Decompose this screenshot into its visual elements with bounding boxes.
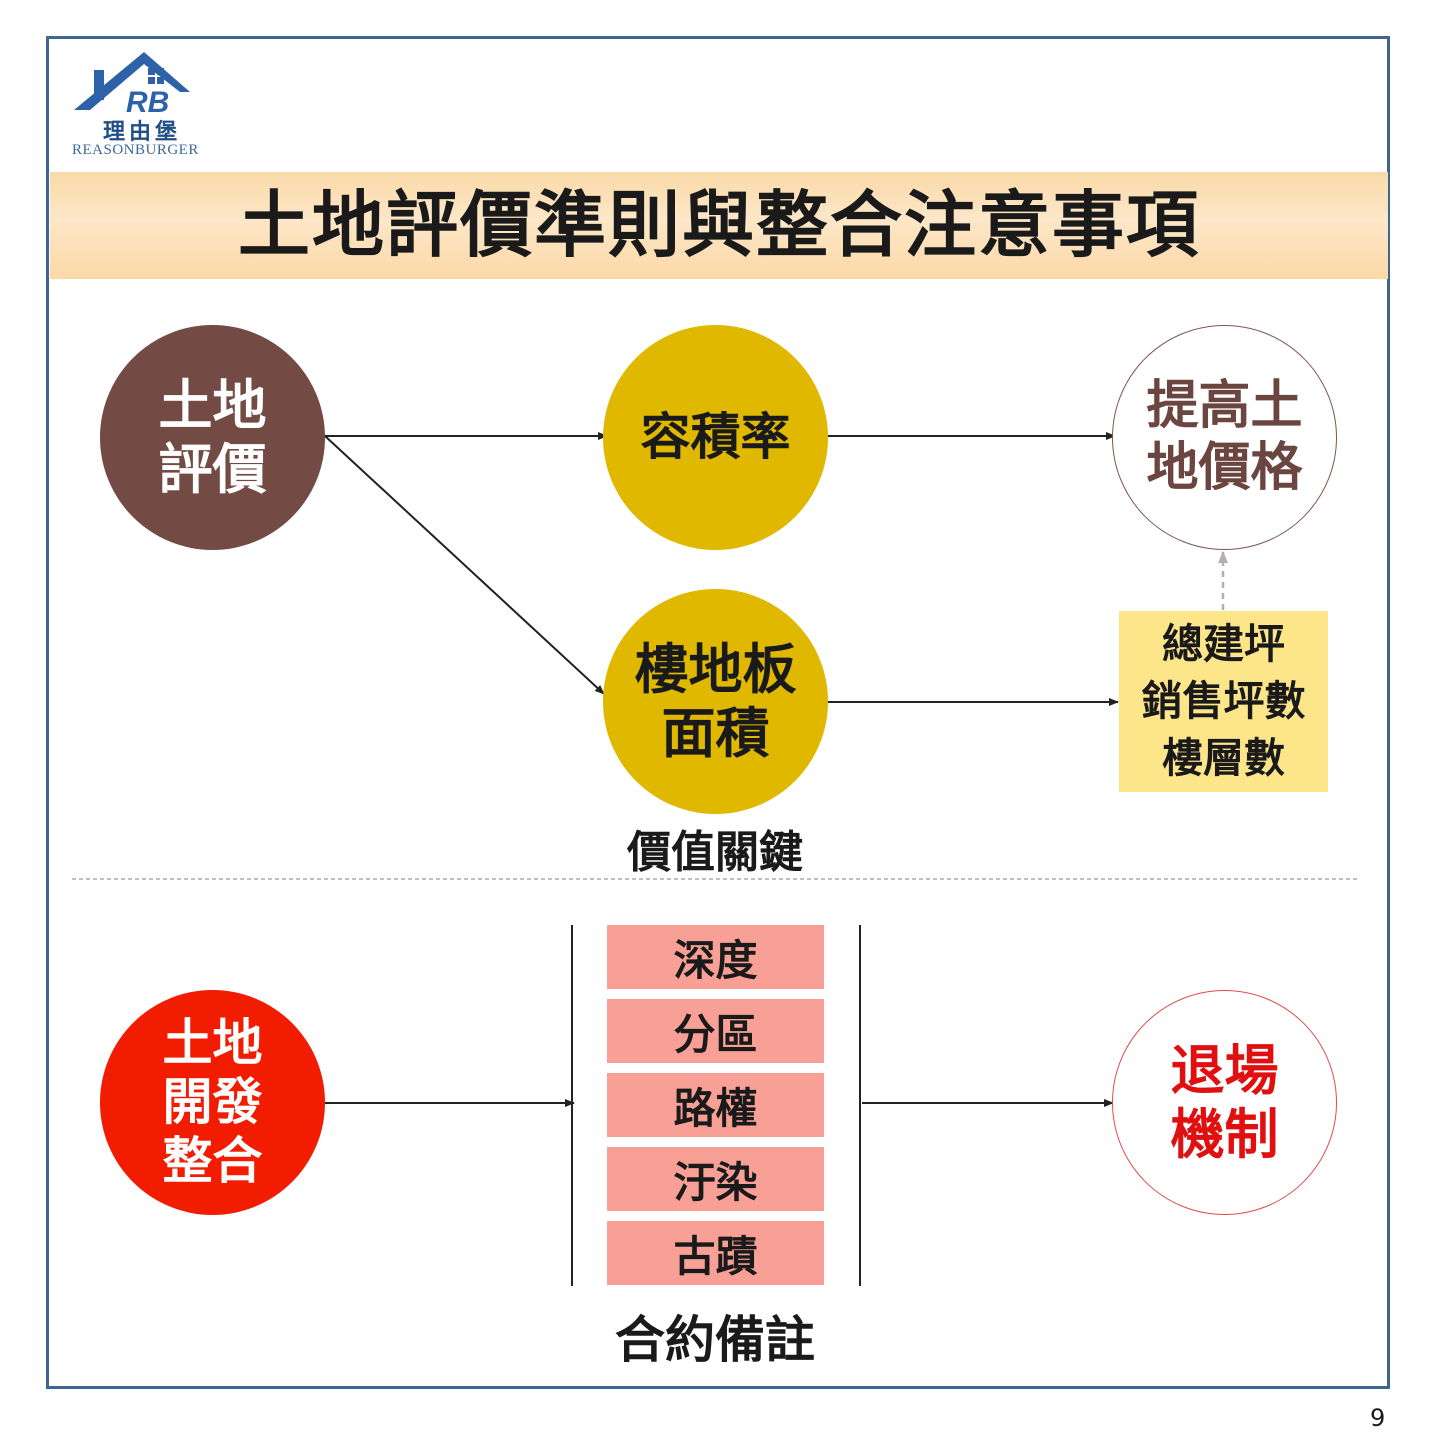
item-pollution: 汙染 [607,1147,824,1211]
title-band [50,172,1388,279]
item-depth: 深度 [607,925,824,989]
raise-land-price-label: 提高土 地價格 [1146,376,1303,498]
reasonburger-logo: RB [74,52,190,119]
page-title: 土地評價準則與整合注意事項 [237,183,1200,267]
logo-chinese-name: 理由堡 [103,119,182,145]
svg-text:RB: RB [126,86,169,119]
metric-floor-count: 樓層數 [1162,734,1285,782]
exit-mechanism-circle: 退場 機制 [1112,990,1337,1215]
raise-land-price-circle: 提高土 地價格 [1112,325,1337,550]
land-development-label: 土地 開發 整合 [162,1014,263,1190]
land-valuation-label: 土地 評價 [158,373,267,501]
slide-frame [46,36,1390,1389]
floor-area-ratio-circle: 容積率 [603,325,828,550]
floor-area-circle: 樓地板 面積 [603,589,828,814]
land-development-circle: 土地 開發 整合 [100,990,325,1215]
floor-area-label: 樓地板 面積 [634,637,797,765]
building-metrics-box: 總建坪 銷售坪數 樓層數 [1119,611,1328,792]
item-road-rights: 路權 [607,1073,824,1137]
metric-sales-area: 銷售坪數 [1141,677,1306,725]
metric-total-floor-area: 總建坪 [1162,620,1285,668]
land-valuation-circle: 土地 評價 [100,325,325,550]
exit-mechanism-label: 退場 機制 [1170,1038,1279,1166]
floor-area-ratio-label: 容積率 [640,408,791,466]
item-zoning: 分區 [607,999,824,1063]
value-key-caption: 價值關鍵 [627,827,803,878]
page-number: 9 [1370,1404,1386,1432]
logo-english-name: REASONBURGER [72,142,199,158]
item-historic-site: 古蹟 [607,1221,824,1285]
contract-notes-caption: 合約備註 [615,1311,815,1369]
